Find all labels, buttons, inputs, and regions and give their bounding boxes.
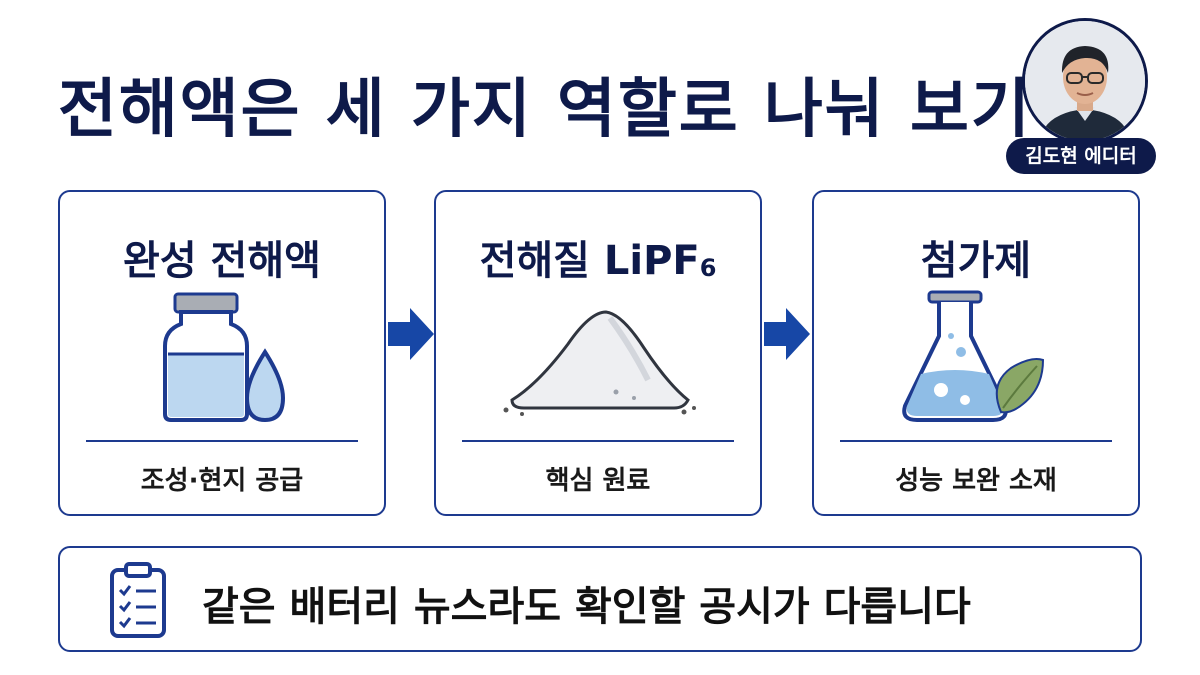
powder-pile-icon	[436, 288, 760, 428]
footer-message: 같은 배터리 뉴스라도 확인할 공시가 다릅니다	[202, 584, 971, 630]
card-title: 완성 전해액	[123, 238, 321, 284]
card-divider	[462, 440, 734, 442]
page-title: 전해액은 세 가지 역할로 나눠 보기	[58, 73, 1032, 147]
card-caption: 성능 보완 소재	[895, 466, 1057, 496]
card-finished-electrolyte: 완성 전해액 조성·현지 공급	[58, 190, 386, 516]
avatar	[1022, 18, 1148, 144]
card-lipf6: 전해질 LiPF6 핵심 원료	[434, 190, 762, 516]
flask-leaf-icon	[814, 288, 1138, 428]
card-caption: 조성·현지 공급	[140, 466, 304, 496]
card-divider	[840, 440, 1112, 442]
arrow-right-icon	[764, 308, 810, 360]
footer-message-box: 같은 배터리 뉴스라도 확인할 공시가 다릅니다	[58, 546, 1142, 652]
card-title: 전해질 LiPF6	[436, 228, 760, 286]
bottle-drop-icon	[60, 288, 384, 428]
card-title-main: 전해질 LiPF	[479, 238, 700, 284]
editor-avatar-wrap	[1022, 18, 1148, 144]
card-title: 첨가제	[920, 238, 1032, 284]
editor-badge: 김도현 에디터	[1006, 138, 1156, 174]
arrow-right-icon	[388, 308, 434, 360]
clipboard-checklist-icon	[110, 562, 166, 638]
card-caption: 핵심 원료	[545, 466, 651, 496]
editor-portrait-icon	[1025, 21, 1145, 141]
card-divider	[86, 440, 358, 442]
card-title-subscript: 6	[699, 254, 717, 282]
card-additive: 첨가제 성능 보완 소재	[812, 190, 1140, 516]
